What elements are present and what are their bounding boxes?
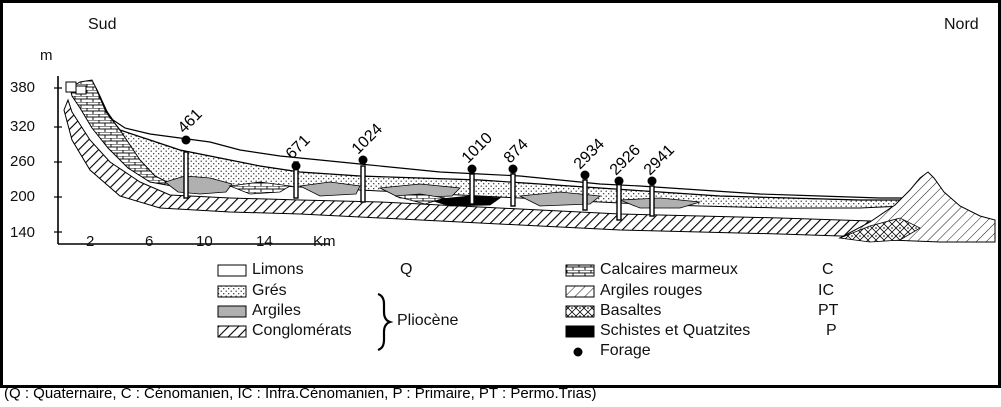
legend-swatch-schistes — [565, 325, 595, 338]
top-block-2 — [75, 85, 87, 95]
borehole-shaft-2926 — [616, 183, 622, 221]
y-axis-unit: m — [40, 47, 53, 64]
legend-swatch-argiles-rouges — [565, 285, 595, 298]
x-tick-2: 2 — [86, 233, 95, 250]
legend-label-argiles: Argiles — [252, 302, 301, 319]
borehole-shaft-2934 — [582, 179, 588, 211]
footnote: (Q : Quaternaire, C : Cénomanien, IC : I… — [4, 385, 597, 402]
legend-swatch-forage — [573, 347, 583, 357]
borehole-shaft-2941 — [649, 185, 655, 217]
argiles-lens-1 — [164, 175, 233, 195]
y-ticks — [54, 87, 62, 233]
borehole-label-1024: 1024 — [349, 121, 386, 158]
borehole-label-2926: 2926 — [607, 142, 644, 179]
legend-swatch-basaltes — [565, 305, 595, 318]
legend-label-forage: Forage — [600, 342, 651, 359]
legend-code-p: P — [826, 322, 837, 339]
y-tick-140: 140 — [10, 224, 36, 241]
borehole-label-874: 874 — [501, 136, 532, 167]
y-tick-200: 200 — [10, 188, 36, 205]
borehole-shaft-1024 — [360, 165, 366, 203]
y-tick-380: 380 — [10, 79, 36, 96]
direction-north: Nord — [944, 16, 979, 33]
borehole-shaft-874 — [510, 173, 516, 207]
borehole-dot-2934 — [580, 170, 590, 180]
legend-label-gres: Grés — [252, 282, 287, 299]
direction-south: Sud — [88, 16, 117, 33]
y-tick-320: 320 — [10, 118, 36, 135]
legend-swatch-calcaires — [565, 264, 595, 277]
borehole-dot-461 — [181, 135, 191, 145]
borehole-markers — [181, 135, 657, 186]
y-tick-260: 260 — [10, 153, 36, 170]
borehole-dot-1010 — [467, 164, 477, 174]
borehole-label-1010: 1010 — [459, 130, 496, 167]
boreholes — [183, 151, 655, 221]
legend-label-argiles-rouges: Argiles rouges — [600, 282, 703, 299]
legend-swatch-gres — [217, 285, 247, 298]
borehole-dot-2941 — [647, 176, 657, 186]
legend-code-pt: PT — [818, 302, 839, 319]
borehole-dot-2926 — [614, 176, 624, 186]
pliocene-brace — [377, 292, 394, 352]
north-basalt-patch — [838, 217, 921, 243]
borehole-label-2934: 2934 — [571, 136, 608, 173]
limons-layer — [95, 87, 916, 201]
x-tick-10: 10 — [196, 233, 213, 250]
argiles-lens-4 — [518, 191, 602, 207]
legend-swatch-limons — [217, 264, 247, 277]
borehole-shaft-1010 — [469, 173, 475, 205]
legend-swatch-argiles — [217, 305, 247, 318]
legend-label-calcaires: Calcaires marmeux — [600, 261, 738, 278]
legend-group-pliocene: Pliocène — [397, 312, 459, 329]
schistes-lens — [429, 195, 502, 207]
borehole-label-461: 461 — [175, 106, 206, 137]
x-axis-unit: Km — [313, 233, 336, 250]
legend-code-q: Q — [400, 261, 413, 278]
legend-label-limons: Limons — [252, 261, 304, 278]
top-block-1 — [65, 81, 77, 93]
borehole-dot-671 — [291, 161, 301, 171]
calcaire-lens-center — [228, 181, 292, 195]
calcaire-lens-center-2 — [394, 193, 446, 205]
legend-label-basaltes: Basaltes — [600, 302, 662, 319]
legend-label-conglomerats: Conglomérats — [252, 322, 352, 339]
borehole-shaft-461 — [183, 151, 189, 199]
borehole-dot-1024 — [358, 155, 368, 165]
borehole-dot-874 — [508, 164, 518, 174]
legend-label-schistes: Schistes et Quatzites — [600, 322, 751, 339]
legend-code-ic: IC — [818, 282, 834, 299]
argiles-lens-2 — [298, 181, 361, 197]
borehole-label-2941: 2941 — [641, 142, 678, 179]
legend-swatch-conglomerats — [217, 325, 247, 338]
x-tick-14: 14 — [256, 233, 273, 250]
x-tick-6: 6 — [145, 233, 154, 250]
legend-code-c: C — [822, 261, 834, 278]
